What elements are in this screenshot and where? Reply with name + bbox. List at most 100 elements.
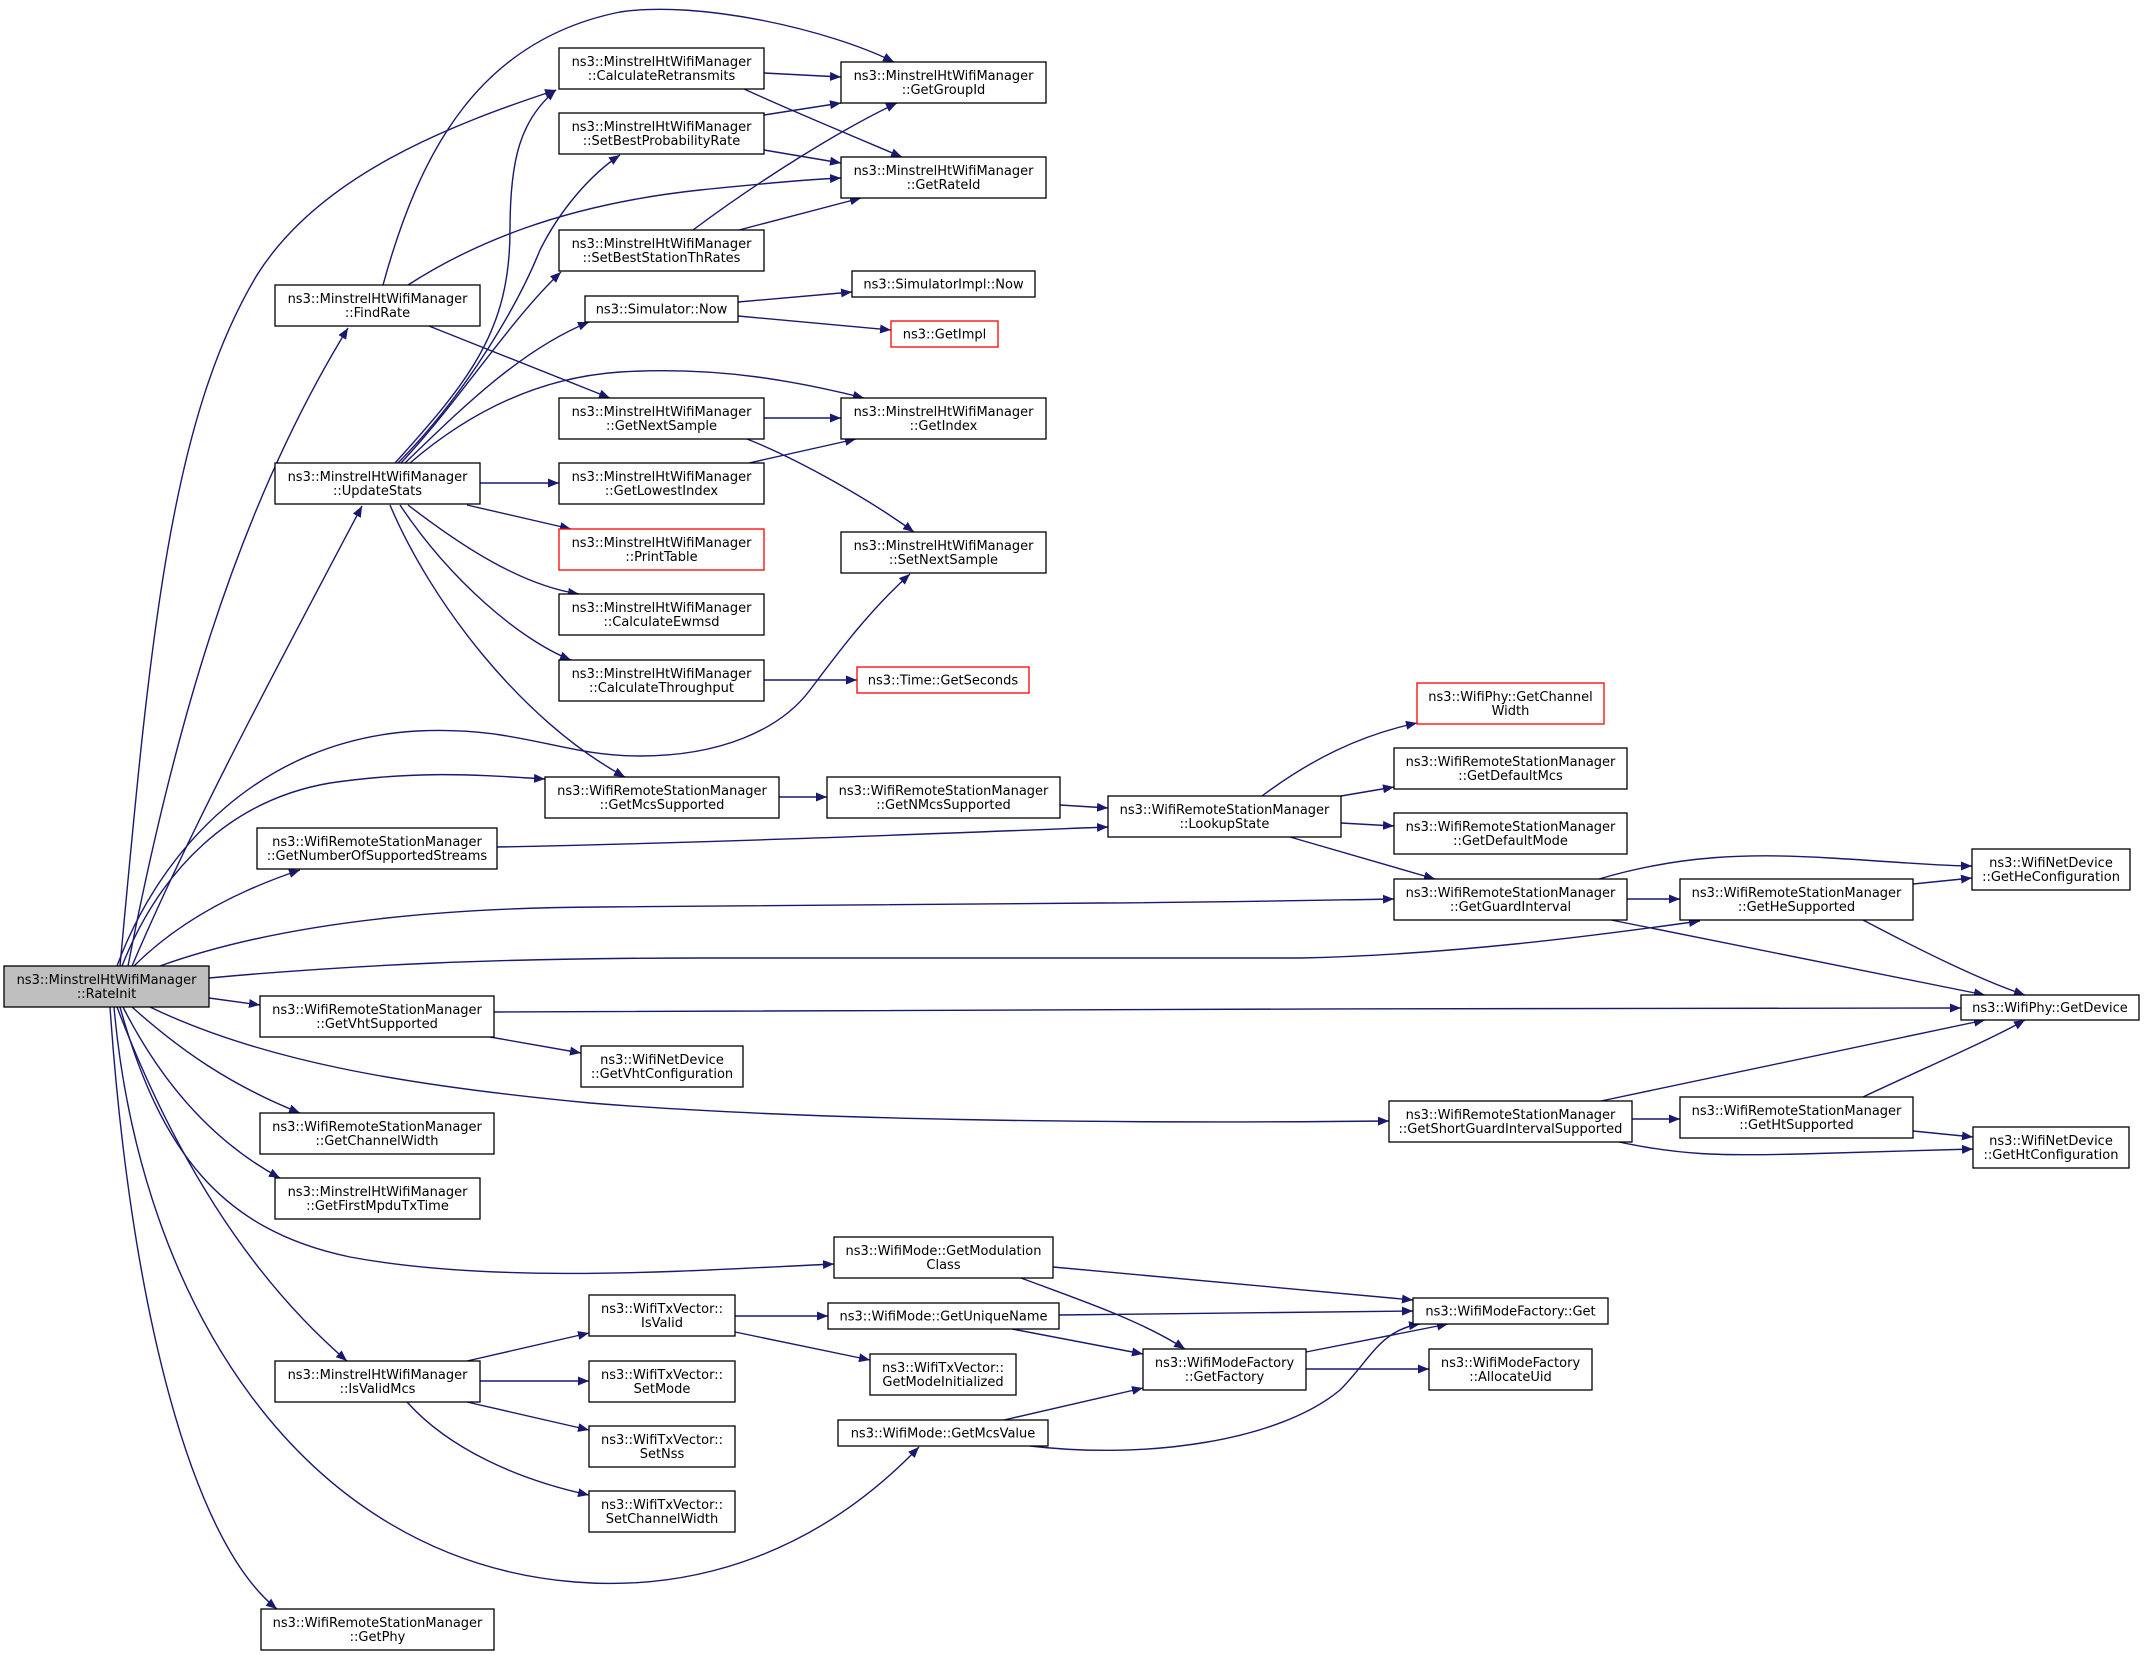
- node-box[interactable]: [840, 531, 1047, 574]
- node-is-valid-mcs[interactable]: ns3::MinstrelHtWifiManager::IsValidMcs: [274, 1360, 481, 1403]
- node-box[interactable]: [558, 528, 765, 571]
- node-box[interactable]: [274, 462, 481, 505]
- node-wifi-mode-factory-get[interactable]: ns3::WifiModeFactory::Get: [1412, 1297, 1609, 1325]
- node-phy-get-device[interactable]: ns3::WifiPhy::GetDevice: [1960, 994, 2140, 1021]
- node-update-stats[interactable]: ns3::MinstrelHtWifiManager::UpdateStats: [274, 462, 481, 505]
- node-box[interactable]: [558, 462, 765, 505]
- node-get-impl[interactable]: ns3::GetImpl: [890, 320, 999, 348]
- node-box[interactable]: [837, 1419, 1049, 1447]
- node-box[interactable]: [840, 397, 1047, 440]
- node-get-mcs-value[interactable]: ns3::WifiMode::GetMcsValue: [837, 1419, 1049, 1447]
- node-box[interactable]: [1393, 878, 1628, 921]
- node-box[interactable]: [588, 1360, 736, 1403]
- node-box[interactable]: [840, 156, 1047, 199]
- node-box[interactable]: [1412, 1297, 1609, 1325]
- node-rsm-get-channel-width[interactable]: ns3::WifiRemoteStationManager::GetChanne…: [259, 1112, 495, 1155]
- node-lookup-state[interactable]: ns3::WifiRemoteStationManager::LookupSta…: [1107, 795, 1342, 838]
- node-box[interactable]: [558, 659, 765, 702]
- node-set-channel-width[interactable]: ns3::WifiTxVector::SetChannelWidth: [588, 1490, 736, 1533]
- node-box[interactable]: [1960, 994, 2140, 1021]
- node-get-unique-name[interactable]: ns3::WifiMode::GetUniqueName: [827, 1302, 1060, 1330]
- node-calculate-retransmits[interactable]: ns3::MinstrelHtWifiManager::CalculateRet…: [558, 47, 765, 90]
- node-box[interactable]: [558, 397, 765, 440]
- node-box[interactable]: [1393, 747, 1628, 790]
- node-box[interactable]: [588, 1490, 736, 1533]
- node-set-next-sample[interactable]: ns3::MinstrelHtWifiManager::SetNextSampl…: [840, 531, 1047, 574]
- node-box[interactable]: [856, 666, 1030, 694]
- node-is-valid[interactable]: ns3::WifiTxVector::IsValid: [588, 1294, 736, 1337]
- node-get-ht-supported[interactable]: ns3::WifiRemoteStationManager::GetHtSupp…: [1679, 1096, 1914, 1139]
- node-simulator-impl-now[interactable]: ns3::SimulatorImpl::Now: [851, 270, 1036, 298]
- node-box[interactable]: [827, 1302, 1060, 1330]
- node-box[interactable]: [580, 1045, 744, 1088]
- node-get-next-sample[interactable]: ns3::MinstrelHtWifiManager::GetNextSampl…: [558, 397, 765, 440]
- node-box[interactable]: [1107, 795, 1342, 838]
- node-set-mode[interactable]: ns3::WifiTxVector::SetMode: [588, 1360, 736, 1403]
- node-get-lowest-index[interactable]: ns3::MinstrelHtWifiManager::GetLowestInd…: [558, 462, 765, 505]
- node-get-n-mcs-supported[interactable]: ns3::WifiRemoteStationManager::GetNMcsSu…: [826, 776, 1061, 819]
- node-get-ht-configuration[interactable]: ns3::WifiNetDevice::GetHtConfiguration: [1972, 1126, 2130, 1169]
- node-time-get-seconds[interactable]: ns3::Time::GetSeconds: [856, 666, 1030, 694]
- node-box[interactable]: [584, 295, 739, 323]
- node-get-guard-interval[interactable]: ns3::WifiRemoteStationManager::GetGuardI…: [1393, 878, 1628, 921]
- node-box[interactable]: [1142, 1348, 1307, 1391]
- node-get-first-mpdu-tx-time[interactable]: ns3::MinstrelHtWifiManager::GetFirstMpdu…: [274, 1177, 481, 1220]
- node-calculate-throughput[interactable]: ns3::MinstrelHtWifiManager::CalculateThr…: [558, 659, 765, 702]
- node-get-default-mcs[interactable]: ns3::WifiRemoteStationManager::GetDefaul…: [1393, 747, 1628, 790]
- node-get-rate-id[interactable]: ns3::MinstrelHtWifiManager::GetRateId: [840, 156, 1047, 199]
- node-box[interactable]: [840, 61, 1047, 104]
- node-calculate-ewmsd[interactable]: ns3::MinstrelHtWifiManager::CalculateEwm…: [558, 593, 765, 636]
- node-box[interactable]: [274, 284, 481, 327]
- node-get-number-of-supported-streams[interactable]: ns3::WifiRemoteStationManager::GetNumber…: [256, 827, 498, 870]
- node-box[interactable]: [256, 827, 498, 870]
- node-simulator-now[interactable]: ns3::Simulator::Now: [584, 295, 739, 323]
- node-set-nss[interactable]: ns3::WifiTxVector::SetNss: [588, 1425, 736, 1468]
- node-box[interactable]: [851, 270, 1036, 298]
- node-box[interactable]: [260, 1608, 495, 1651]
- node-set-best-station-th-rates[interactable]: ns3::MinstrelHtWifiManager::SetBestStati…: [558, 229, 765, 272]
- node-box[interactable]: [274, 1360, 481, 1403]
- node-box[interactable]: [558, 112, 765, 155]
- node-get-he-supported[interactable]: ns3::WifiRemoteStationManager::GetHeSupp…: [1679, 878, 1914, 921]
- node-allocate-uid[interactable]: ns3::WifiModeFactory::AllocateUid: [1428, 1348, 1593, 1391]
- node-get-default-mode[interactable]: ns3::WifiRemoteStationManager::GetDefaul…: [1393, 812, 1628, 855]
- node-print-table[interactable]: ns3::MinstrelHtWifiManager::PrintTable: [558, 528, 765, 571]
- node-set-best-probability-rate[interactable]: ns3::MinstrelHtWifiManager::SetBestProba…: [558, 112, 765, 155]
- node-box[interactable]: [544, 776, 780, 819]
- node-get-phy[interactable]: ns3::WifiRemoteStationManager::GetPhy: [260, 1608, 495, 1651]
- node-box[interactable]: [3, 965, 210, 1008]
- node-box[interactable]: [833, 1236, 1054, 1279]
- node-box[interactable]: [588, 1294, 736, 1337]
- node-get-group-id[interactable]: ns3::MinstrelHtWifiManager::GetGroupId: [840, 61, 1047, 104]
- node-box[interactable]: [1679, 878, 1914, 921]
- node-get-vht-configuration[interactable]: ns3::WifiNetDevice::GetVhtConfiguration: [580, 1045, 744, 1088]
- node-find-rate[interactable]: ns3::MinstrelHtWifiManager::FindRate: [274, 284, 481, 327]
- node-box[interactable]: [259, 995, 495, 1038]
- node-box[interactable]: [259, 1112, 495, 1155]
- node-get-he-configuration[interactable]: ns3::WifiNetDevice::GetHeConfiguration: [1971, 848, 2131, 891]
- node-phy-get-channel-width[interactable]: ns3::WifiPhy::GetChannelWidth: [1416, 682, 1605, 725]
- node-get-mcs-supported[interactable]: ns3::WifiRemoteStationManager::GetMcsSup…: [544, 776, 780, 819]
- node-box[interactable]: [826, 776, 1061, 819]
- node-box[interactable]: [558, 229, 765, 272]
- node-box[interactable]: [1972, 1126, 2130, 1169]
- node-box[interactable]: [558, 47, 765, 90]
- node-box[interactable]: [1416, 682, 1605, 725]
- node-box[interactable]: [1388, 1100, 1633, 1143]
- node-get-mode-initialized[interactable]: ns3::WifiTxVector::GetModeInitialized: [869, 1353, 1017, 1396]
- node-get-short-guard-interval-supported[interactable]: ns3::WifiRemoteStationManager::GetShortG…: [1388, 1100, 1633, 1143]
- node-box[interactable]: [1971, 848, 2131, 891]
- node-get-factory[interactable]: ns3::WifiModeFactory::GetFactory: [1142, 1348, 1307, 1391]
- node-box[interactable]: [890, 320, 999, 348]
- node-box[interactable]: [588, 1425, 736, 1468]
- node-box[interactable]: [1679, 1096, 1914, 1139]
- node-box[interactable]: [274, 1177, 481, 1220]
- node-get-index[interactable]: ns3::MinstrelHtWifiManager::GetIndex: [840, 397, 1047, 440]
- node-box[interactable]: [869, 1353, 1017, 1396]
- node-box[interactable]: [1393, 812, 1628, 855]
- node-get-vht-supported[interactable]: ns3::WifiRemoteStationManager::GetVhtSup…: [259, 995, 495, 1038]
- node-box[interactable]: [558, 593, 765, 636]
- node-rate-init[interactable]: ns3::MinstrelHtWifiManager::RateInit: [3, 965, 210, 1008]
- node-box[interactable]: [1428, 1348, 1593, 1391]
